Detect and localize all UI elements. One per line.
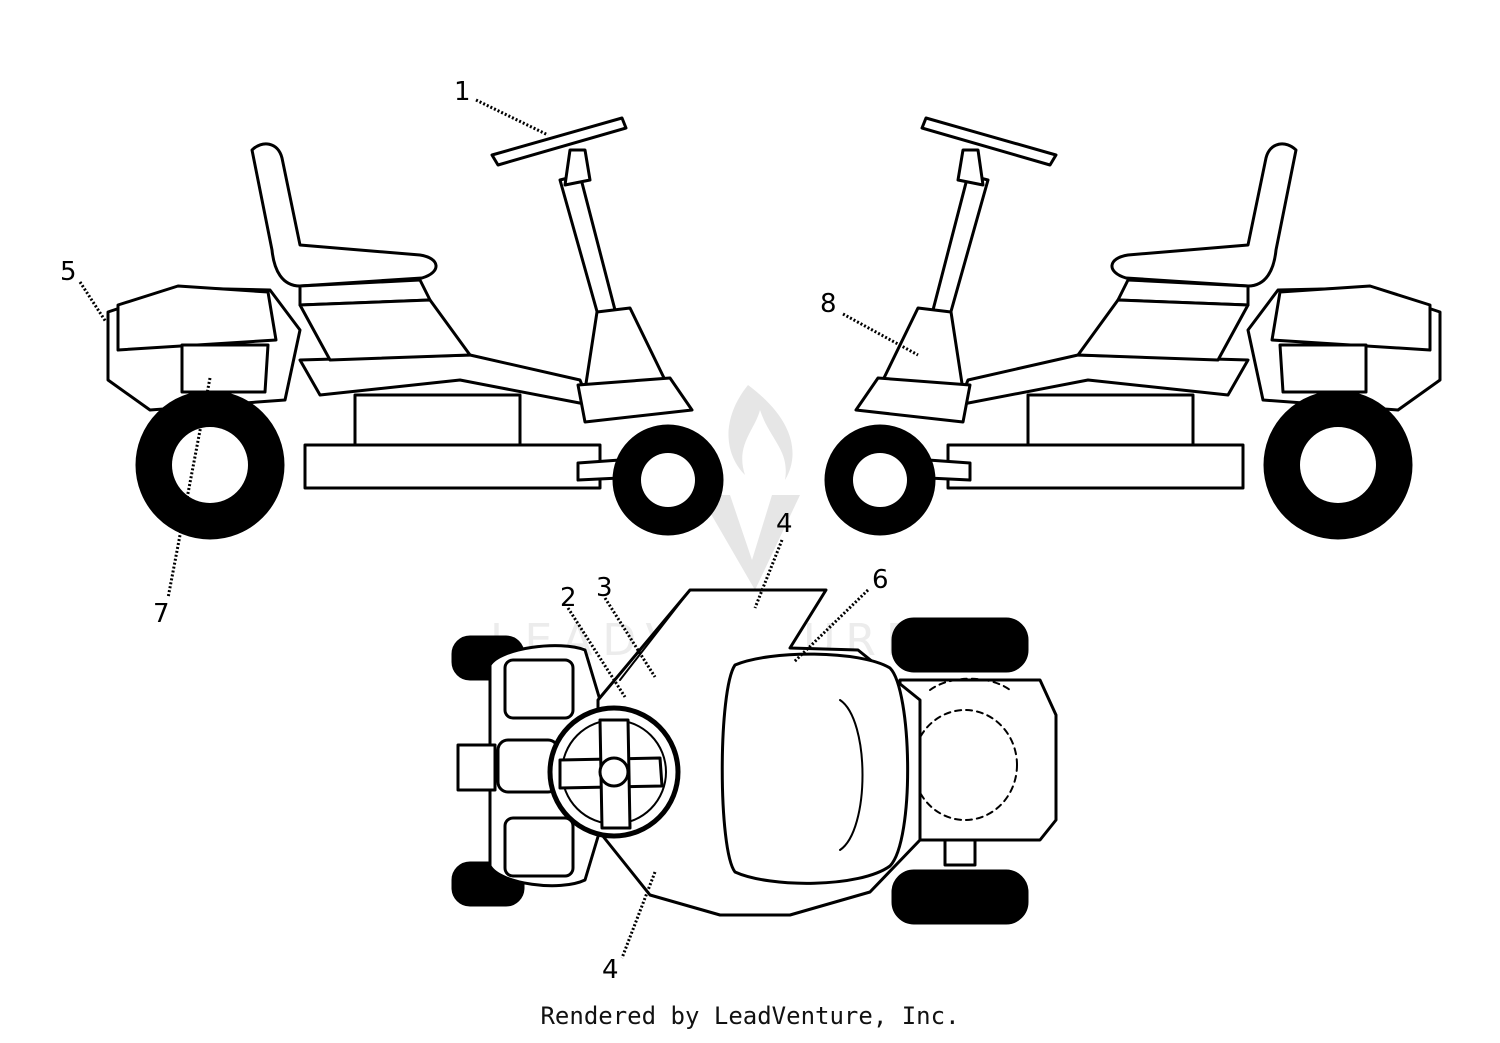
right-side-view [824,116,1442,540]
footer-credit: Rendered by LeadVenture, Inc. [540,1002,960,1030]
left-side-view [106,116,724,540]
callout-1: 1 [454,77,471,107]
callout-5: 5 [60,257,77,287]
callout-4-bottom: 4 [602,955,619,985]
callout-3: 3 [596,573,613,603]
leader-lines [78,98,919,959]
top-view [451,588,1058,925]
callout-2: 2 [560,583,577,613]
callout-labels: 1 2 3 4 4 5 6 7 8 [60,77,889,985]
callout-4-top: 4 [776,509,793,539]
callout-7: 7 [153,599,170,629]
callout-8: 8 [820,289,837,319]
callout-6: 6 [872,565,889,595]
